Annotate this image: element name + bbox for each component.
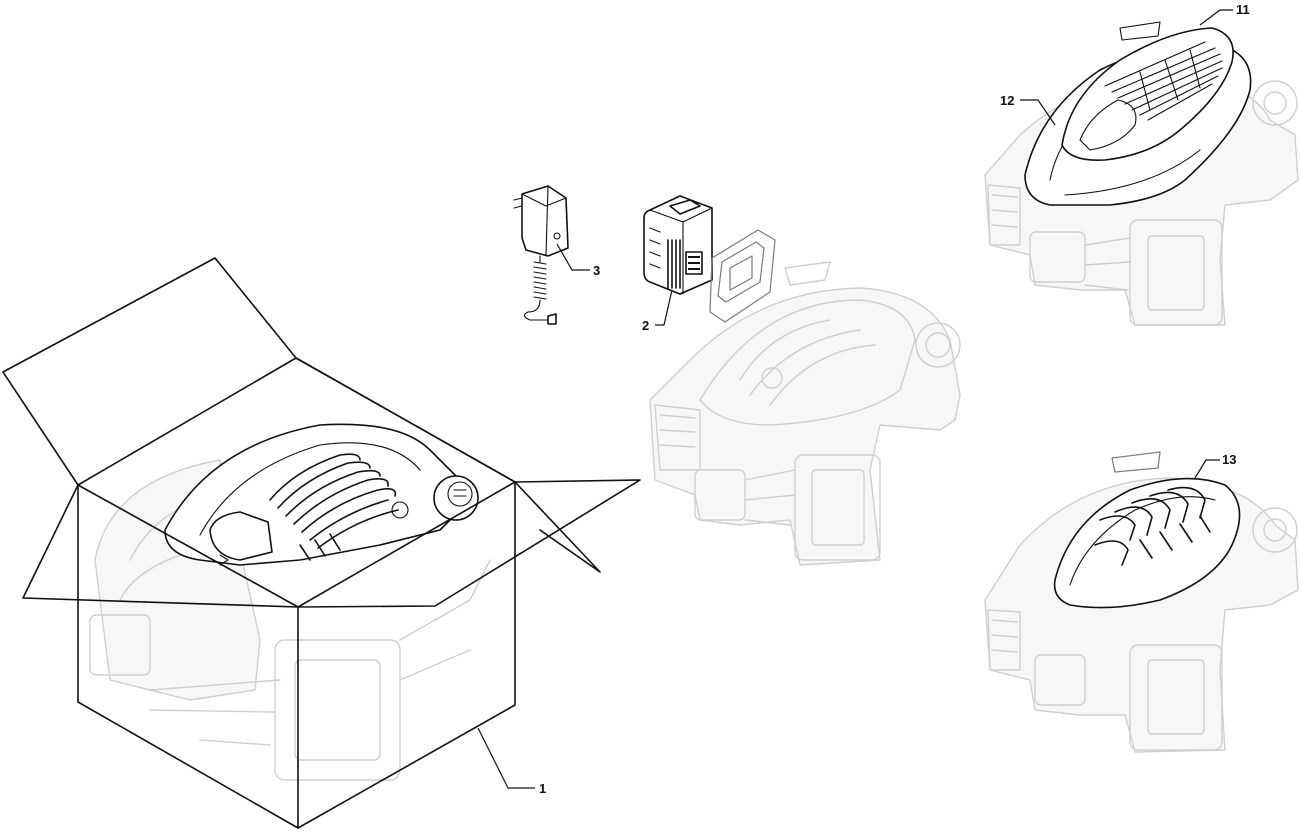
callout-1: 1 bbox=[477, 727, 546, 796]
battery-pack bbox=[643, 195, 713, 295]
callout-13-label: 13 bbox=[1222, 452, 1236, 467]
engine-cover-grille bbox=[1061, 21, 1234, 162]
callout-2: 2 bbox=[642, 289, 673, 333]
battery-mount-bracket bbox=[709, 229, 776, 323]
callout-12: 12 bbox=[1000, 93, 1056, 126]
battery-charger bbox=[513, 185, 569, 325]
callout-3-label: 3 bbox=[593, 263, 600, 278]
grille-slots bbox=[1104, 41, 1223, 121]
cardboard-box bbox=[2, 257, 641, 829]
cover-alt-slots bbox=[1094, 486, 1211, 566]
engine-cover-alt bbox=[1053, 451, 1241, 609]
engine-ghost-center bbox=[649, 261, 961, 566]
charger-coiled-cable bbox=[523, 255, 549, 321]
callout-13: 13 bbox=[1194, 452, 1236, 479]
box-engine-cover-fins bbox=[269, 453, 399, 561]
callout-12-label: 12 bbox=[1000, 93, 1014, 108]
callout-1-label: 1 bbox=[539, 781, 546, 796]
callout-2-label: 2 bbox=[642, 318, 649, 333]
battery-ribs bbox=[649, 227, 681, 289]
callout-3: 3 bbox=[556, 243, 600, 278]
callout-11-label: 11 bbox=[1236, 2, 1250, 17]
engine-in-box bbox=[89, 423, 491, 781]
callout-11: 11 bbox=[1199, 2, 1250, 26]
